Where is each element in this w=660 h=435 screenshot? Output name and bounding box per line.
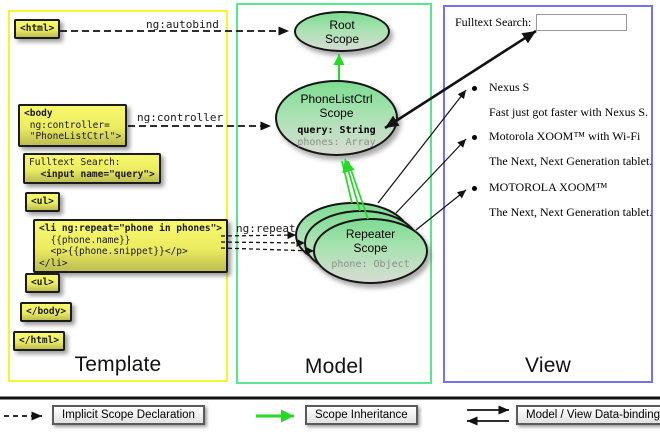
- body-close-tag-box: </body>: [20, 302, 73, 322]
- code-line: <li ng:repeat="phone in phones">: [39, 223, 223, 234]
- code-line: "PhoneListCtrl">: [24, 131, 122, 142]
- code-line: <ul>: [31, 277, 54, 288]
- phone-snippet: The Next, Next Generation tablet.: [489, 154, 653, 168]
- fulltext-search-input[interactable]: [536, 14, 627, 31]
- code-line: </html>: [19, 335, 60, 346]
- bullet-icon: [472, 135, 477, 140]
- code-line: </body>: [26, 306, 67, 317]
- code-line: <ul>: [31, 196, 54, 207]
- code-line: <body: [24, 108, 53, 119]
- view-column-label: View: [525, 354, 571, 377]
- scope-name: Repeater: [345, 227, 396, 241]
- scope-name: Scope: [353, 241, 388, 255]
- code-line: </li>: [39, 257, 68, 269]
- legend-scope-inheritance: Scope Inheritance: [305, 405, 418, 425]
- code-line: Fulltext Search:: [29, 157, 121, 168]
- scope-name: Scope: [324, 31, 360, 46]
- scope-property-phones: phones: Array: [297, 137, 376, 148]
- ul-open-tag-box: <ul>: [25, 192, 60, 212]
- ng-repeat-label: ng:repeat: [236, 222, 296, 235]
- view-search-label: Fulltext Search:: [455, 15, 532, 29]
- ng-autobind-label: ng:autobind: [146, 18, 219, 31]
- model-column-label: Model: [304, 355, 364, 378]
- bullet-icon: [472, 86, 477, 91]
- phone-snippet: The Next, Next Generation tablet.: [489, 205, 653, 219]
- phone-title: Motorola XOOM™ with Wi-Fi: [489, 129, 641, 143]
- body-open-tag-box: <body ng:controller= "PhoneListCtrl">: [18, 104, 128, 147]
- template-column-label: Template: [74, 353, 162, 376]
- bullet-icon: [472, 186, 477, 191]
- repeater-scope-ellipse: Repeater Scope phone: Object: [313, 218, 428, 284]
- view-item: Nexus S Fast just got faster with Nexus …: [472, 80, 648, 119]
- legend-model-view-data-binding: Model / View Data-binding: [516, 405, 660, 425]
- scope-name: Scope: [319, 106, 354, 120]
- scope-property-phone: phone: Object: [331, 259, 410, 270]
- code-line: <html>: [20, 23, 55, 34]
- html-close-tag-box: </html>: [13, 331, 66, 351]
- legend-implicit-scope-declaration: Implicit Scope Declaration: [52, 405, 205, 425]
- model-column: Model: [236, 3, 432, 384]
- ng-controller-label: ng:controller: [137, 111, 224, 124]
- li-repeat-code-box: <li ng:repeat="phone in phones"> {{phone…: [33, 219, 229, 273]
- phonelistctrl-scope-ellipse: PhoneListCtrl Scope query: String phones…: [275, 80, 398, 156]
- ul-close-tag-box: <ul>: [25, 273, 60, 293]
- code-line: ng:controller=: [24, 119, 110, 131]
- phone-snippet: Fast just got faster with Nexus S.: [489, 105, 648, 119]
- code-line: <input name="query">: [29, 168, 155, 180]
- view-item: MOTOROLA XOOM™ The Next, Next Generation…: [472, 180, 652, 219]
- fulltext-search-code-box: Fulltext Search: <input name="query">: [23, 153, 161, 184]
- code-line: {{phone.name}}: [39, 234, 131, 246]
- scope-name: PhoneListCtrl: [300, 92, 373, 106]
- phone-title: MOTOROLA XOOM™: [489, 180, 608, 194]
- view-item: Motorola XOOM™ with Wi-Fi The Next, Next…: [472, 129, 652, 168]
- code-line: <p>{{phone.snippet}}</p>: [39, 246, 188, 257]
- root-scope-ellipse: Root Scope: [294, 11, 390, 52]
- html-open-tag-box: <html>: [14, 19, 61, 39]
- phone-title: Nexus S: [489, 80, 530, 94]
- scope-name: Root: [329, 17, 355, 32]
- scope-property-query: query: String: [297, 125, 376, 136]
